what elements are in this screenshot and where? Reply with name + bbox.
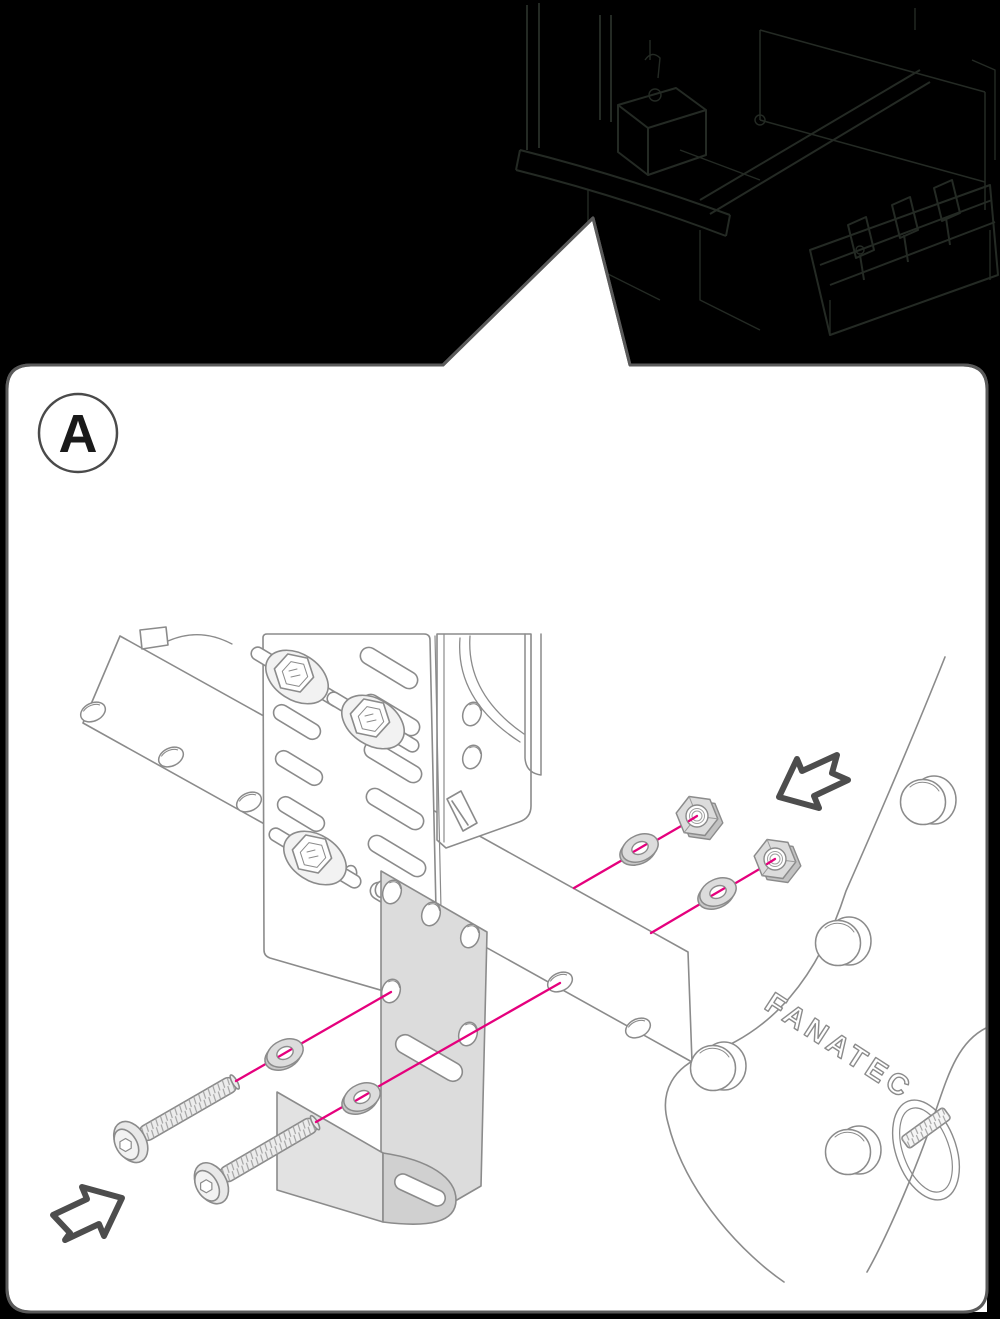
mid-plate <box>436 633 532 849</box>
step-label-badge: A <box>37 392 119 474</box>
pedal-arm <box>524 633 542 776</box>
slot <box>359 646 419 690</box>
slot <box>367 834 427 878</box>
step-label: A <box>59 404 98 464</box>
hex-bolt <box>250 646 344 708</box>
slot <box>274 749 324 787</box>
hex-bolt <box>326 691 420 753</box>
socket-bolt <box>193 1114 321 1205</box>
slot <box>276 795 326 833</box>
direction-arrow-down-left-icon <box>776 752 851 811</box>
rail-end-block <box>139 626 169 650</box>
assembly-axis-overlays <box>277 814 777 1102</box>
bracket-slot <box>393 1173 447 1207</box>
direction-arrow-up-right-icon <box>50 1184 125 1243</box>
slot <box>272 703 322 741</box>
spring <box>891 1099 961 1201</box>
hex-bolts-on-plate <box>250 646 420 889</box>
assembly-axis-line <box>234 990 393 1083</box>
slot <box>365 787 425 831</box>
hex-bolt <box>268 827 362 889</box>
rig-overview-sketch <box>515 3 999 336</box>
slot <box>363 740 423 784</box>
callout-bubble-border <box>5 216 989 1314</box>
side-panel: FANATEC <box>664 656 987 1312</box>
adjuster-tab <box>446 790 478 832</box>
